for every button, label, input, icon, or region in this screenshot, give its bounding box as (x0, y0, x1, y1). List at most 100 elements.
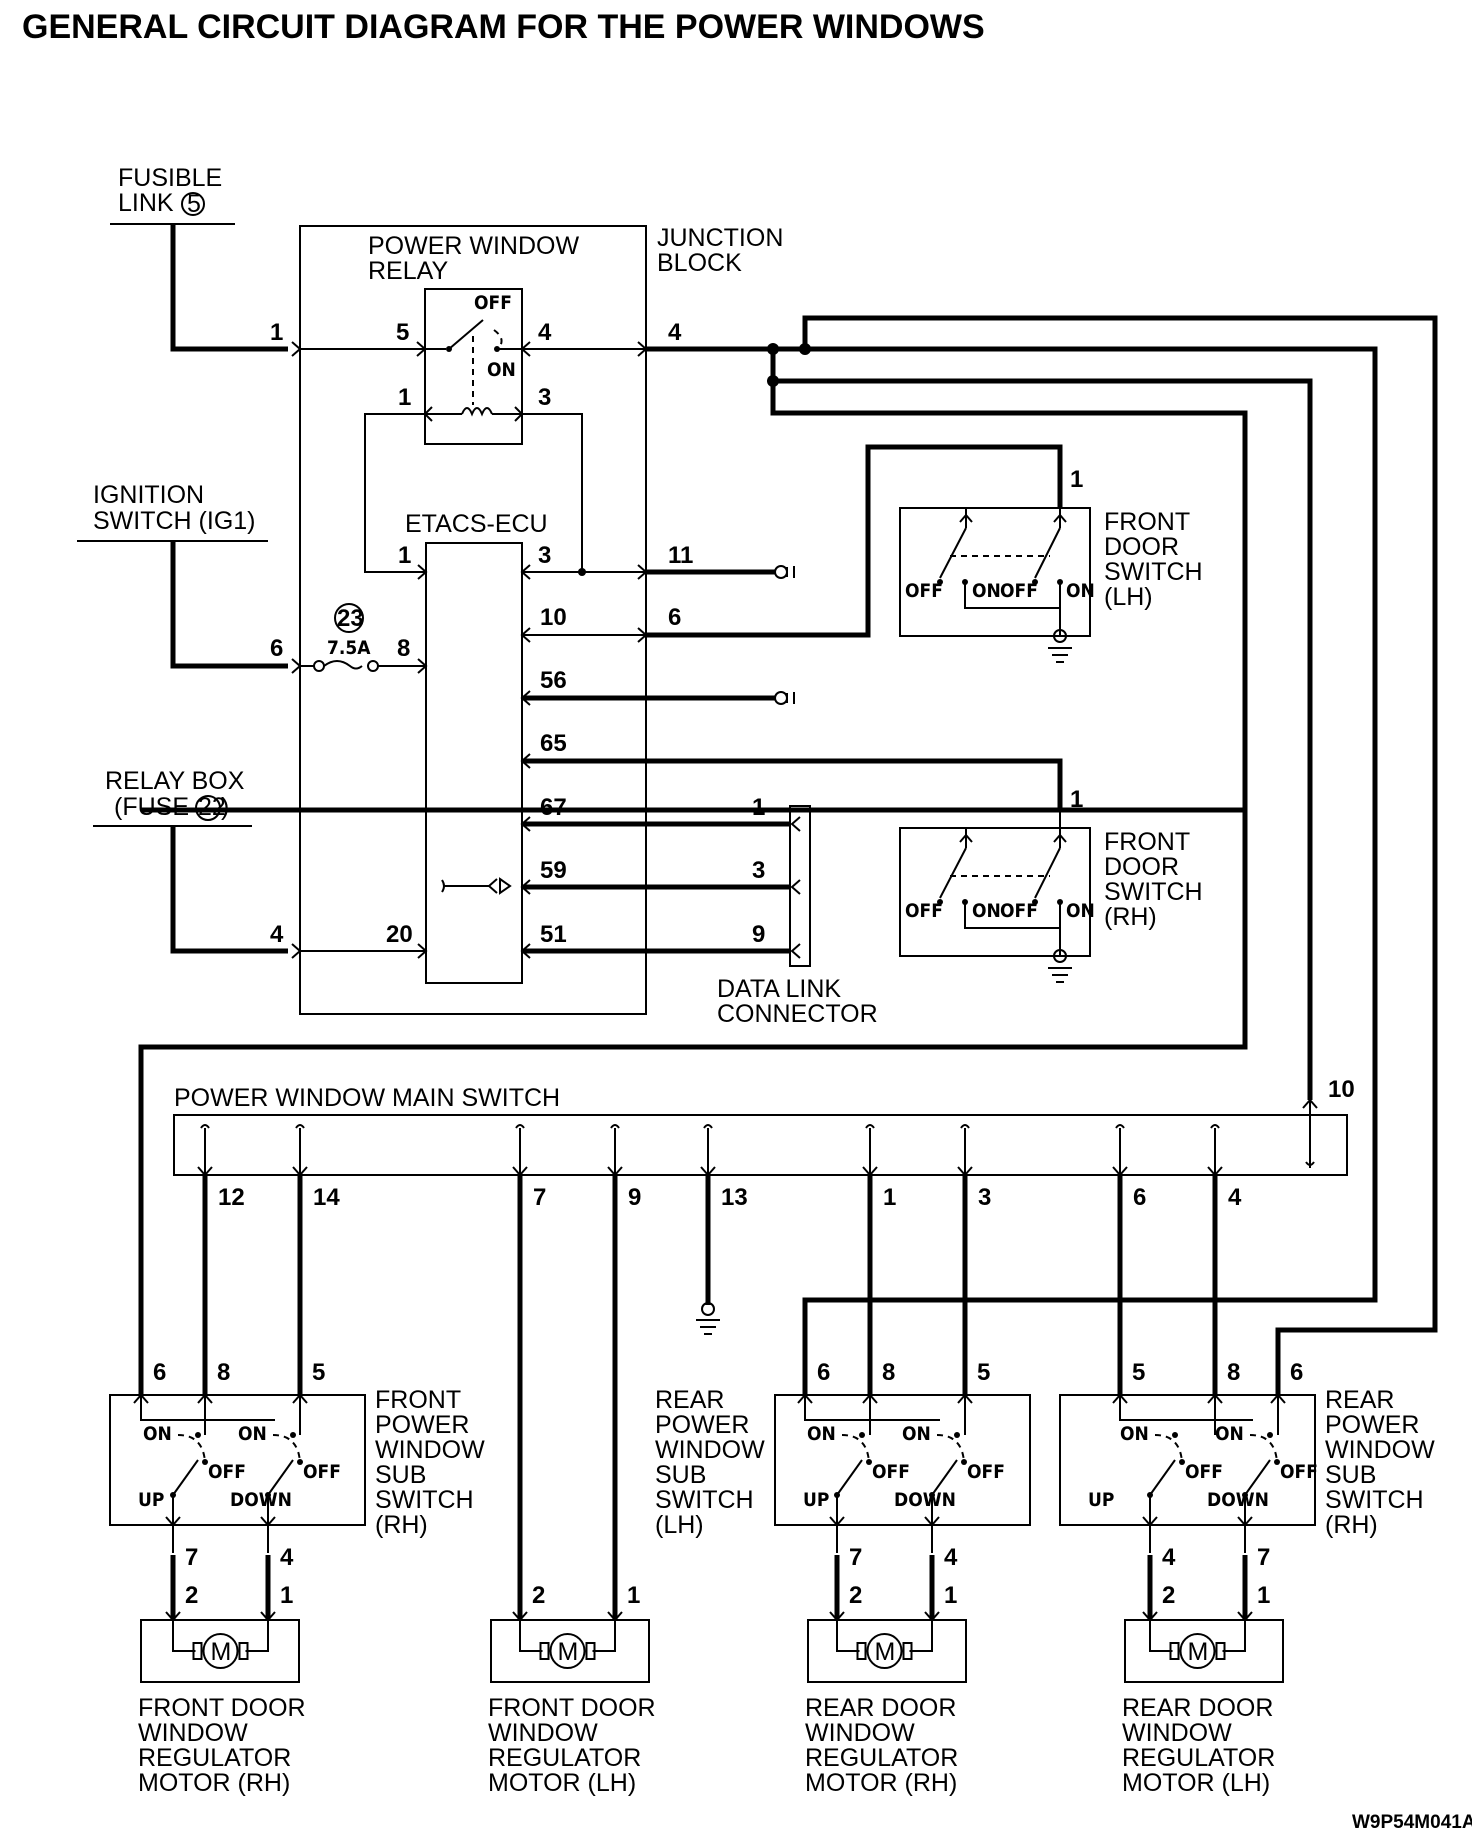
junction-block: JUNCTION BLOCK 1 6 4 5 POWER WINDOW RELA… (270, 224, 783, 1015)
sub-switch-label-line: (LH) (655, 1511, 704, 1539)
diagram-title: GENERAL CIRCUIT DIAGRAM FOR THE POWER WI… (22, 8, 985, 46)
sub-switch-top-pin: 5 (312, 1359, 325, 1386)
figure-code: W9P54M041A (1352, 1812, 1472, 1833)
ecu-pin-56: 56 (540, 667, 567, 694)
ground-fds-rh (1048, 949, 1072, 983)
sub-switch-label-line: WINDOW (375, 1436, 485, 1464)
svg-text:UP: UP (803, 1489, 829, 1511)
ecu-pin-65: 65 (540, 730, 567, 757)
motor-pin: 1 (944, 1582, 957, 1609)
fds-lh-pin: 1 (1070, 466, 1083, 493)
motor-pin: 2 (185, 1582, 198, 1609)
svg-text:ON: ON (807, 1423, 836, 1445)
fds-rh-pin: 1 (1070, 786, 1083, 813)
motor-label-line: REAR DOOR (805, 1694, 956, 1722)
motor-label-line: MOTOR (RH) (138, 1769, 290, 1797)
motor-label-line: REAR DOOR (1122, 1694, 1273, 1722)
fusible-link-label-1: FUSIBLE (118, 164, 222, 192)
sub-switch-label-line: SWITCH (375, 1486, 474, 1514)
ignition-switch-label-1: IGNITION (93, 481, 204, 509)
motor-label-line: REGULATOR (488, 1744, 641, 1772)
sub-switch-bottom-pin: 7 (1257, 1544, 1270, 1571)
junction-block-label-1: JUNCTION (657, 224, 783, 252)
sub-switch-label-line: SUB (375, 1461, 426, 1489)
main-switch-pin-10: 10 (1328, 1076, 1355, 1103)
dlc-pin-3: 3 (752, 857, 765, 884)
sub-switch-label-line: POWER (655, 1411, 749, 1439)
motor-pin: 2 (1162, 1582, 1175, 1609)
motor-symbol: M (875, 1638, 896, 1666)
ground-main-13 (696, 1302, 720, 1335)
ecu-pin-8: 8 (397, 635, 410, 662)
svg-text:UP: UP (138, 1489, 164, 1511)
svg-text:OFF: OFF (208, 1461, 246, 1483)
motor-symbol: M (211, 1638, 232, 1666)
sub-switch-label-line: POWER (1325, 1411, 1419, 1439)
fds-rh-state-2: ON (972, 900, 1001, 922)
fds-rh-state-1: OFF (905, 900, 943, 922)
svg-text:OFF: OFF (1185, 1461, 1223, 1483)
sub-switch-top-pin: 8 (1227, 1359, 1240, 1386)
ignition-switch-label-2: SWITCH (IG1) (93, 507, 256, 535)
motor-label-line: REGULATOR (138, 1744, 291, 1772)
sub-switch-label-line: SWITCH (1325, 1486, 1424, 1514)
fds-lh-label-4: (LH) (1104, 583, 1153, 611)
relay-box-label-1: RELAY BOX (105, 767, 245, 795)
junction-block-label-2: BLOCK (657, 249, 742, 277)
ignition-switch: IGNITION SWITCH (IG1) (77, 481, 268, 542)
jb-out-11: 11 (668, 542, 693, 569)
motor-label-line: WINDOW (488, 1719, 598, 1747)
motor-label-line: WINDOW (138, 1719, 248, 1747)
ecu-label: ETACS-ECU (405, 510, 548, 538)
svg-text:DOWN: DOWN (894, 1489, 956, 1511)
sub-switch-top-pin: 5 (1132, 1359, 1145, 1386)
fds-rh-label-3: SWITCH (1104, 878, 1203, 906)
main-switch-pin: 3 (978, 1184, 991, 1211)
relay-box-fuse-number: 22 (198, 793, 226, 821)
motor-pin: 1 (627, 1582, 640, 1609)
fds-lh-state-2: ON (972, 580, 1001, 602)
fuse-rating: 7.5A (327, 637, 371, 659)
svg-text:ON: ON (1215, 1423, 1244, 1445)
fds-rh-state-4: ON (1066, 900, 1095, 922)
relay-label-1: POWER WINDOW (368, 232, 579, 260)
sub-switch-top-pin: 8 (217, 1359, 230, 1386)
ecu-pin-20: 20 (386, 921, 413, 948)
main-switch-pin: 14 (313, 1184, 340, 1211)
relay-pin-1: 1 (398, 384, 411, 411)
sub-switch-bottom-pin: 4 (944, 1544, 958, 1571)
motor-label-line: WINDOW (805, 1719, 915, 1747)
sub-switch-label-line: WINDOW (655, 1436, 765, 1464)
sub-switch-bottom-pin: 4 (1162, 1544, 1176, 1571)
dlc-label-1: DATA LINK (717, 975, 841, 1003)
svg-text:ON: ON (1120, 1423, 1149, 1445)
relay-box-label-2: (FUSE (114, 793, 189, 821)
sub-switch-label-line: SUB (1325, 1461, 1376, 1489)
motor-pin: 2 (532, 1582, 545, 1609)
sub-switch-label-line: REAR (655, 1386, 724, 1414)
motor-label-line: MOTOR (LH) (488, 1769, 636, 1797)
motor-pin: 2 (849, 1582, 862, 1609)
motor-label-line: WINDOW (1122, 1719, 1232, 1747)
fusible-link-number: 5 (187, 190, 201, 218)
svg-text:DOWN: DOWN (1207, 1489, 1269, 1511)
sub-switch-top-pin: 8 (882, 1359, 895, 1386)
jb-out-4: 4 (668, 319, 682, 346)
fds-rh-label-1: FRONT (1104, 828, 1190, 856)
sub-switch-label-line: REAR (1325, 1386, 1394, 1414)
motor-pin: 1 (1257, 1582, 1270, 1609)
main-switch-pin: 7 (533, 1184, 546, 1211)
ground-ecu-11 (774, 565, 795, 579)
svg-text:DOWN: DOWN (230, 1489, 292, 1511)
sub-switch-label-line: (RH) (375, 1511, 428, 1539)
svg-text:OFF: OFF (872, 1461, 910, 1483)
ecu-pin-10: 10 (540, 604, 567, 631)
fusible-link-label-2: LINK (118, 189, 174, 217)
sub-switch-label-line: FRONT (375, 1386, 461, 1414)
sub-switch-top-pin: 6 (1290, 1359, 1303, 1386)
motor-symbol: M (1188, 1638, 1209, 1666)
